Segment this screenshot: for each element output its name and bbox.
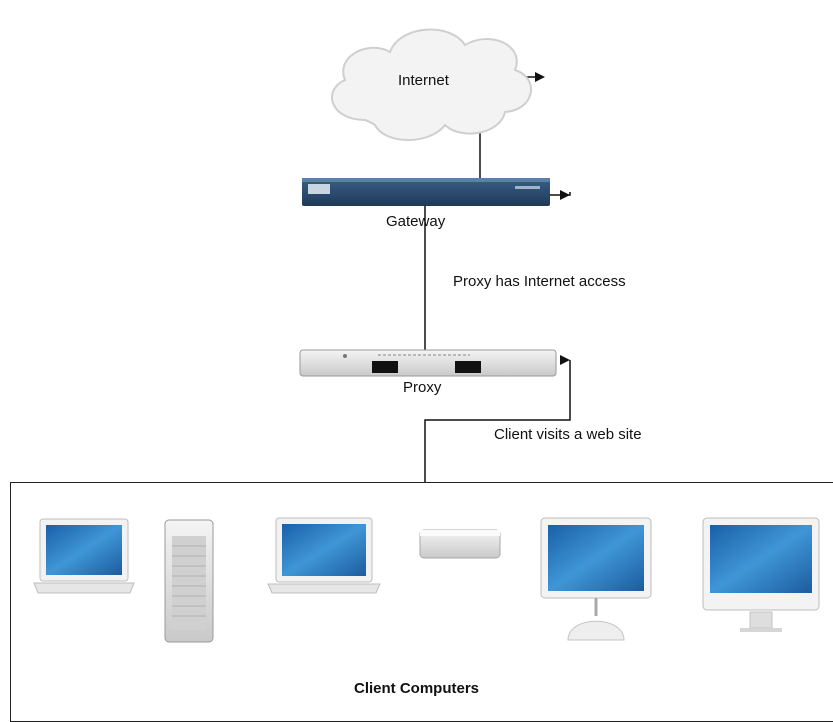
proxy-edge-label: Proxy has Internet access [453,273,626,290]
line-client-to-proxy [424,360,571,483]
laptop-icon [267,517,381,594]
internet-label: Internet [398,72,449,89]
arrow-to-internet [535,72,545,82]
imac-icon [702,517,820,632]
client-computers-title: Client Computers [353,680,479,697]
rack-server-icon [299,349,557,377]
arrow-to-proxy [560,355,570,365]
arrow-to-gateway [560,190,570,200]
arrowheads [535,72,570,365]
proxy-label: Proxy [403,379,442,396]
cloud-icon [331,28,532,141]
laptop-icon [33,518,135,594]
imac-g4-icon [540,517,652,641]
client-edge-label: Client visits a web site [494,426,642,443]
mac-mini-icon [419,529,501,559]
tower-server-icon [164,519,214,643]
router-icon [302,178,550,206]
gateway-label: Gateway [386,213,446,230]
line-proxy-to-gateway [424,192,571,352]
